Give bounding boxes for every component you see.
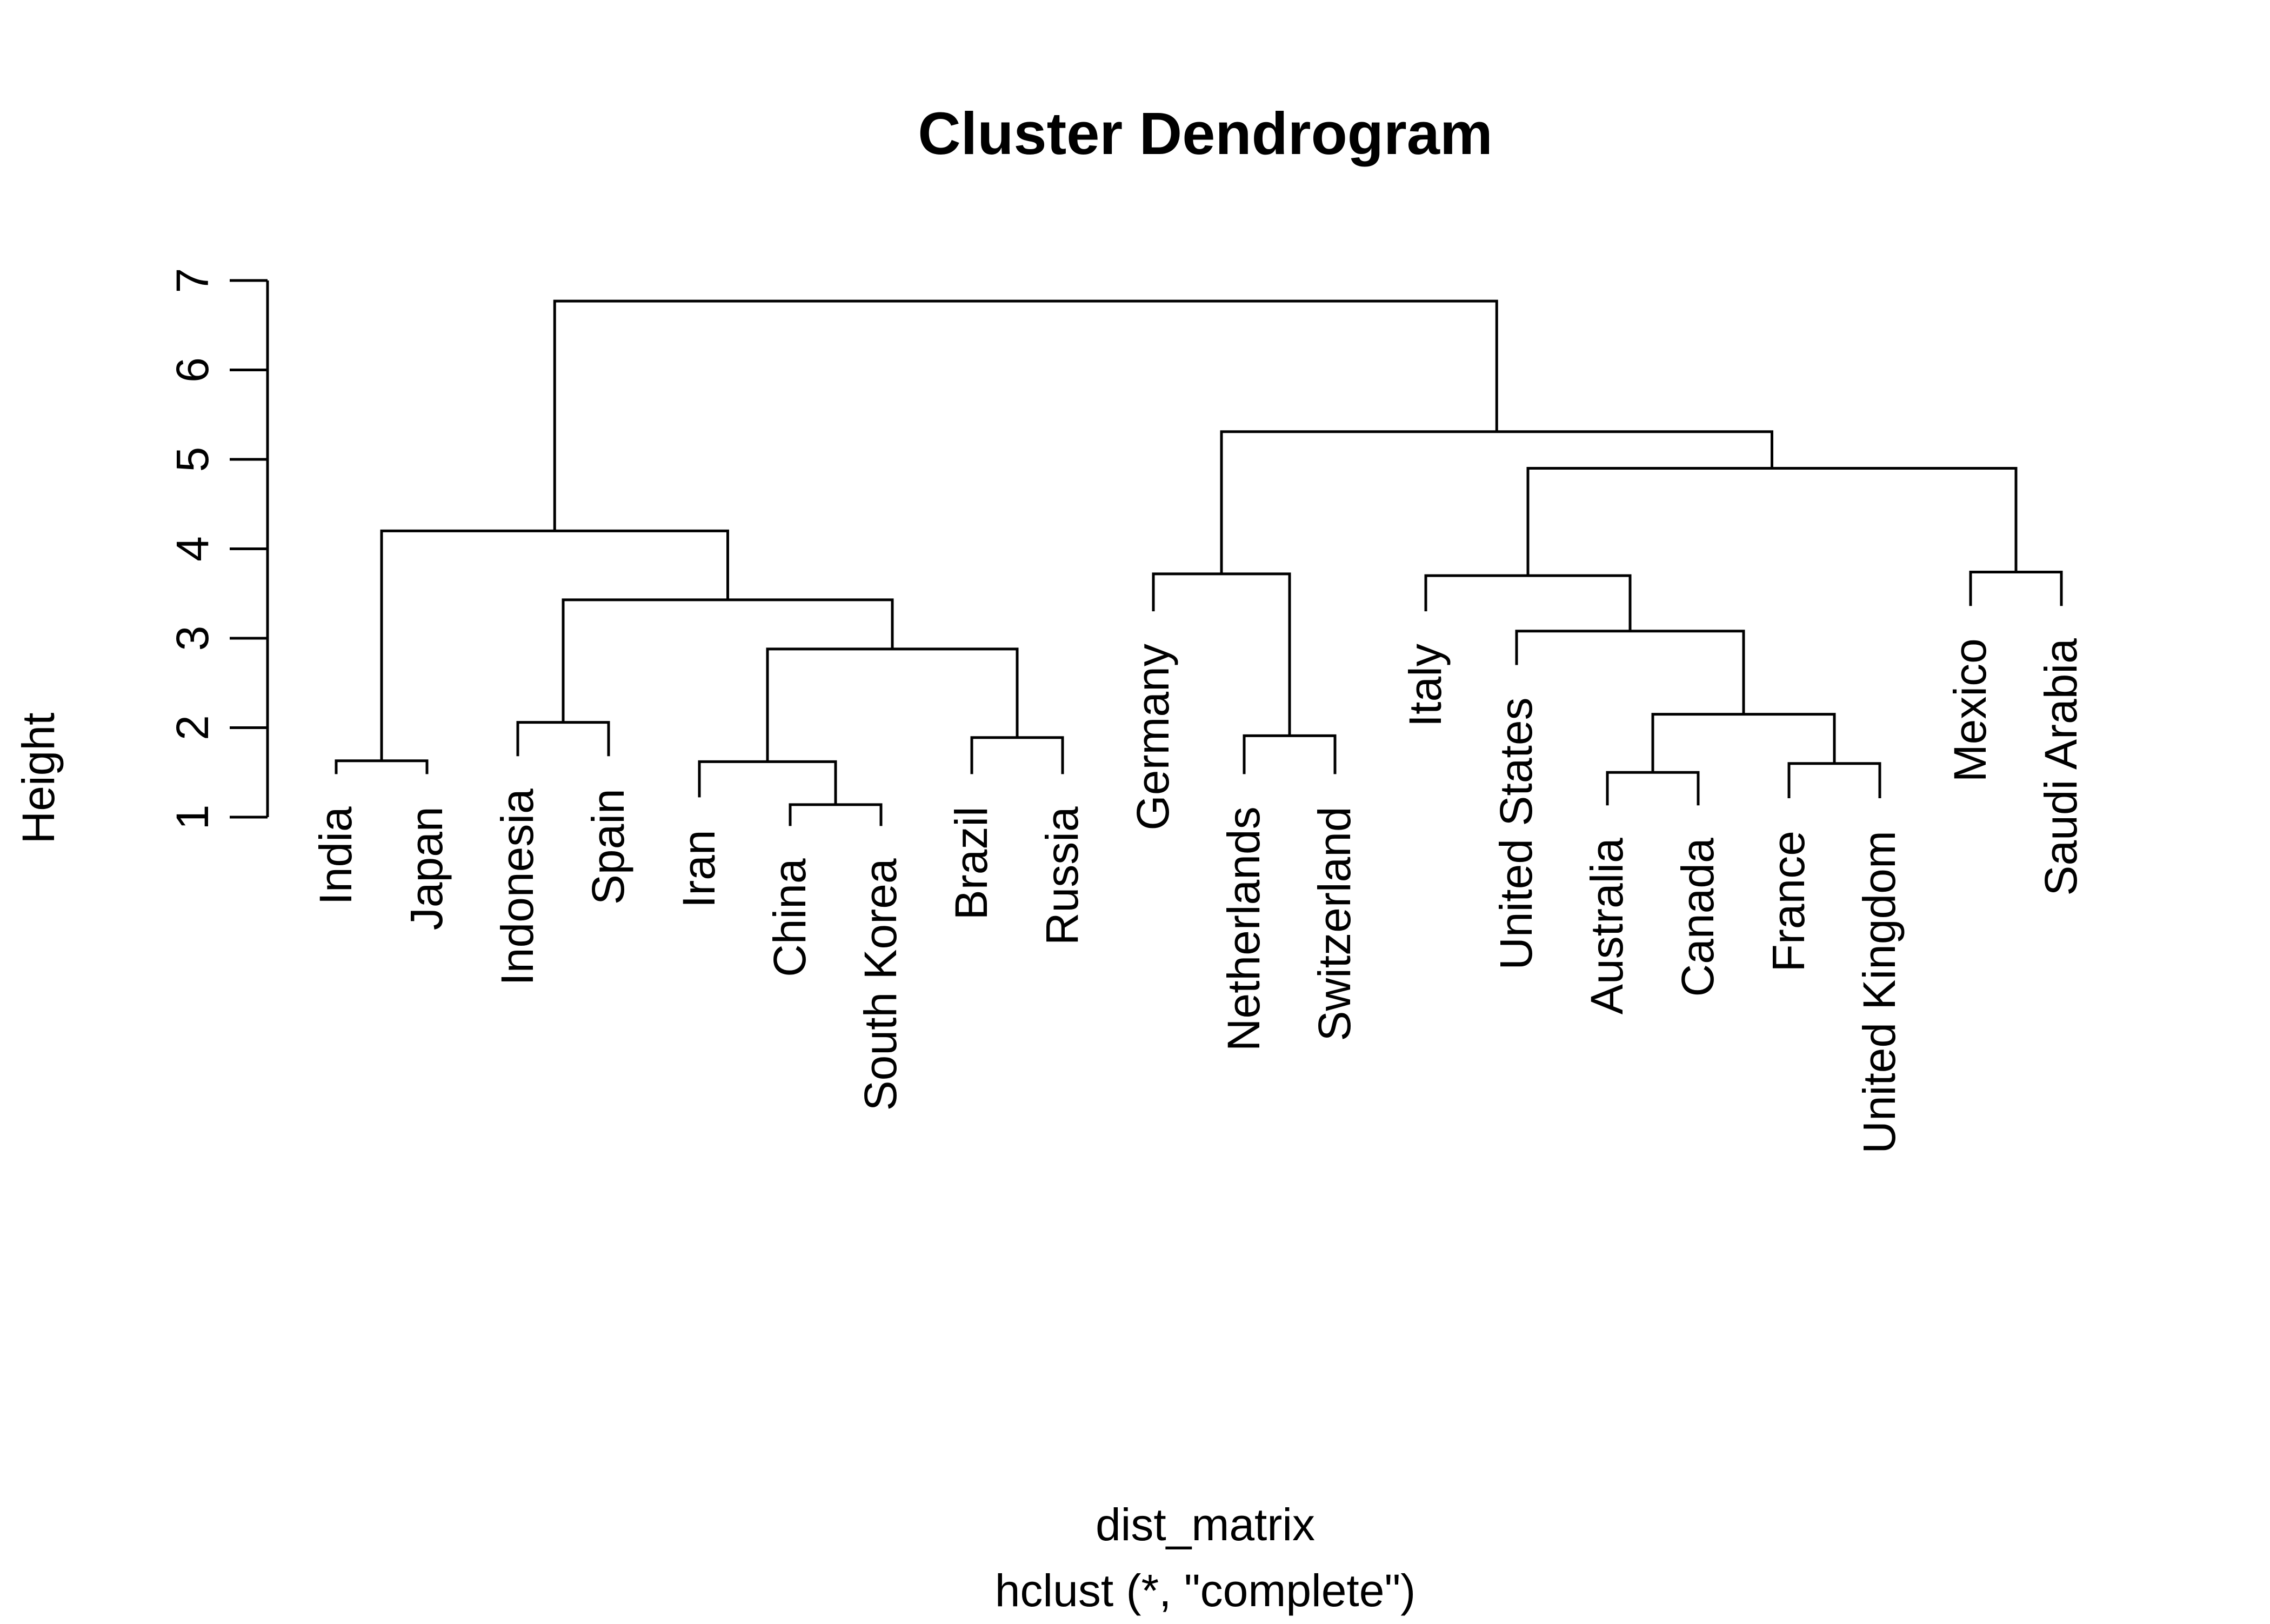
merge-link	[1424, 574, 1632, 631]
y-tick-label: 6	[167, 357, 218, 383]
leaf-label: Brazil	[946, 806, 997, 920]
merge-link	[380, 529, 729, 761]
leaf-labels: India Japan Indonesia Spain Iran China South K…	[310, 638, 2086, 1154]
y-tick-label: 4	[167, 536, 218, 562]
leaf-label: China	[764, 858, 815, 977]
leaf-label: Switzerland	[1309, 806, 1360, 1041]
merge-link	[562, 598, 894, 723]
chart-title: Cluster Dendrogram	[918, 101, 1493, 167]
y-tick-label: 3	[167, 626, 218, 651]
dendrogram-links	[335, 299, 2063, 826]
y-axis: 1 2 3 4 5 6 7	[167, 268, 269, 830]
merge-link	[1651, 713, 1836, 773]
y-tick-label: 1	[167, 805, 218, 830]
x-axis-subtitle: hclust (*, "complete")	[995, 1565, 1416, 1616]
leaf-label: Iran	[673, 830, 724, 908]
x-axis-label: dist_matrix	[1096, 1499, 1315, 1550]
leaf-label: Mexico	[1945, 638, 1995, 782]
leaf-label: Netherlands	[1218, 806, 1269, 1051]
leaf-label: United Kingdom	[1854, 831, 1905, 1154]
leaf-label: Australia	[1581, 838, 1632, 1014]
leaf-label: Germany	[1127, 644, 1178, 830]
y-tick-label: 5	[167, 447, 218, 472]
leaf-label: Canada	[1672, 838, 1723, 997]
y-tick-label: 7	[167, 268, 218, 293]
y-axis-label: Height	[13, 713, 64, 844]
leaf-label: France	[1763, 831, 1814, 972]
merge-link	[970, 736, 1064, 774]
leaf-label: Saudi Arabia	[2035, 638, 2086, 896]
merge-link	[1243, 734, 1337, 774]
leaf-label: Russia	[1037, 806, 1087, 945]
leaf-label: United States	[1491, 697, 1541, 970]
merge-link	[1606, 771, 1700, 806]
leaf-label: South Korea	[855, 858, 906, 1111]
merge-link	[766, 647, 1019, 762]
leaf-label: India	[310, 806, 361, 905]
leaf-label: Spain	[583, 788, 633, 905]
merge-link	[789, 803, 883, 826]
leaf-label: Indonesia	[492, 788, 543, 986]
merge-link	[1787, 762, 1881, 799]
merge-link	[698, 760, 837, 805]
merge-link	[1220, 430, 1773, 574]
y-tick-label: 2	[167, 715, 218, 740]
merge-link	[516, 721, 610, 757]
merge-link	[1969, 571, 2063, 606]
merge-link	[1526, 467, 2018, 576]
leaf-label: Japan	[401, 806, 452, 930]
merge-link	[1515, 630, 1745, 714]
merge-link	[335, 759, 429, 774]
leaf-label: Italy	[1400, 644, 1451, 727]
merge-link	[553, 299, 1498, 531]
